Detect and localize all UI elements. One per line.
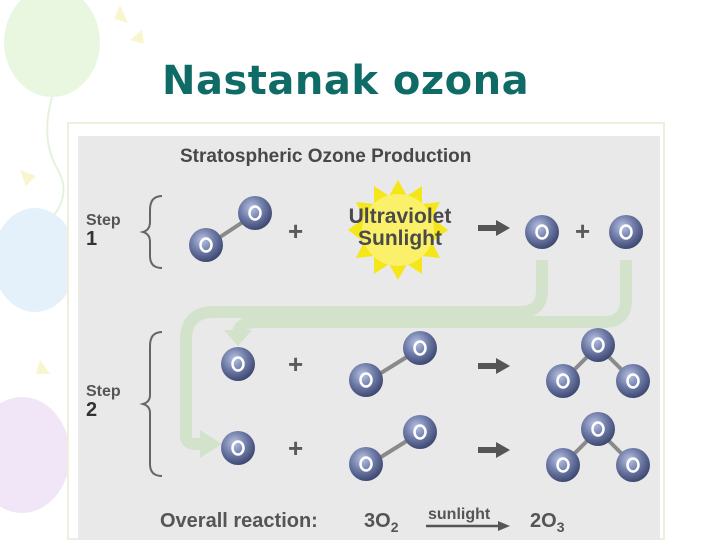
oxygen-atom (219, 345, 257, 383)
step1-bracket (139, 195, 163, 269)
sun-icon (348, 180, 448, 280)
oxygen-atom (614, 446, 652, 484)
flow-arrow-upper (180, 260, 548, 450)
oxygen-atom (347, 361, 385, 399)
overall-reactant: 3O2 (364, 510, 399, 535)
flow-arrow-lower (232, 260, 632, 335)
plus-sign: + (288, 433, 304, 463)
oxygen-atom (347, 445, 385, 483)
confetti (114, 5, 128, 23)
overall-product: 2O3 (530, 510, 565, 535)
oxygen-atom (236, 194, 274, 232)
balloon-purple (0, 397, 70, 513)
overall-reaction-label: Overall reaction: (160, 510, 318, 532)
plus-sign: + (288, 349, 304, 379)
uv-sunlight-label: Ultraviolet Sunlight (348, 205, 452, 250)
confetti (36, 360, 50, 374)
confetti (130, 30, 144, 44)
plus-sign: + (288, 216, 304, 246)
balloon-green-top (4, 0, 100, 97)
oxygen-atom (614, 362, 652, 400)
overall-arrow-label: sunlight (428, 506, 491, 523)
flow-arrow-lower-head (224, 330, 252, 346)
oxygen-atom (523, 213, 561, 251)
balloon-string (39, 96, 65, 231)
slide-title: Nastanak ozona (162, 58, 530, 104)
oxygen-atom (401, 413, 439, 451)
oxygen-atom (544, 446, 582, 484)
oxygen-atom (607, 213, 645, 251)
balloon-blue (0, 208, 77, 312)
oxygen-atom (544, 362, 582, 400)
step2-label: Step 2 (86, 383, 121, 421)
step1-number: 1 (86, 228, 98, 250)
step1-label: Step 1 (86, 212, 121, 250)
step2-bracket (139, 331, 163, 477)
oxygen-atom (579, 410, 617, 448)
oxygen-atom (579, 326, 617, 364)
oxygen-atom (219, 429, 257, 467)
diagram-title: Stratospheric Ozone Production (180, 146, 472, 167)
oxygen-atom (187, 226, 225, 264)
reaction-arrow-head (496, 220, 510, 236)
step2-number: 2 (86, 399, 98, 421)
confetti (20, 170, 36, 186)
oxygen-atom (401, 329, 439, 367)
plus-sign: + (575, 216, 591, 246)
flow-arrow-upper-head (200, 430, 222, 458)
